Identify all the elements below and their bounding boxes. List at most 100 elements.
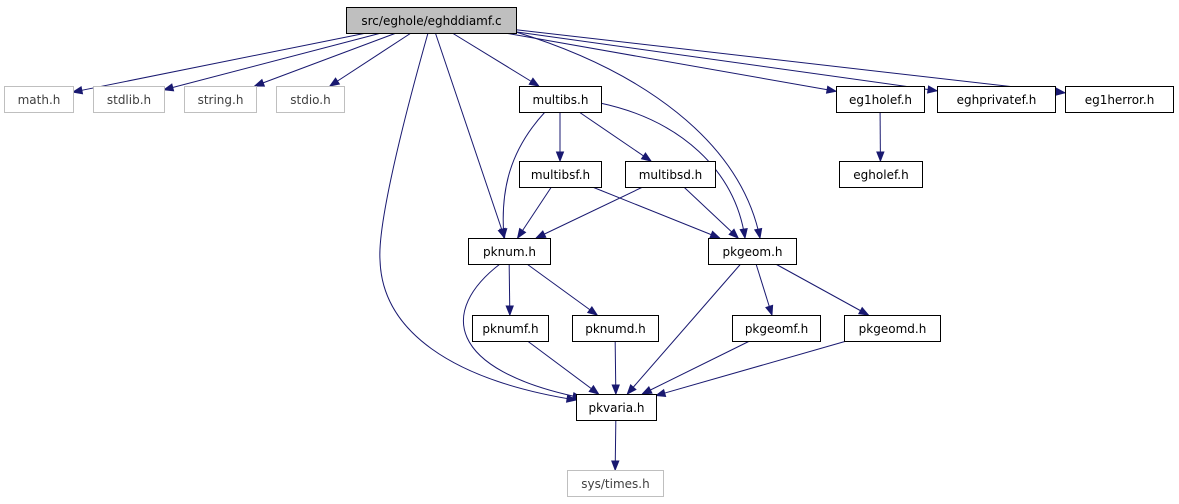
node-label: stdio.h xyxy=(290,93,330,107)
edge-pknumd-to-pkvaria xyxy=(611,340,620,396)
edge-line xyxy=(683,186,739,239)
edge-arrowhead xyxy=(588,384,600,395)
node-box xyxy=(346,7,517,34)
node-label: src/eghole/eghddiamf.c xyxy=(361,14,501,28)
node-label: pknum.h xyxy=(483,245,536,259)
node-box xyxy=(4,86,74,113)
edge-arrowhead xyxy=(516,227,527,240)
node-label: eg1holef.h xyxy=(849,93,912,107)
edge-arrowhead xyxy=(728,228,740,239)
edge-multibsf-to-pkgeom xyxy=(592,186,721,239)
edge-pkvaria-to-systimes xyxy=(611,419,620,472)
node-pkgeomf[interactable]: pkgeomf.h xyxy=(732,315,821,342)
edge-multibs-to-pknum xyxy=(498,111,546,240)
edge-pknum-to-pknumd xyxy=(526,263,599,316)
edge-line xyxy=(163,32,382,91)
edge-line xyxy=(329,32,412,87)
edge-line xyxy=(515,31,938,92)
node-label: eg1herror.h xyxy=(1085,93,1155,107)
edge-pknum-to-pknumf xyxy=(505,263,514,317)
node-label: multibsf.h xyxy=(531,168,590,182)
edge-arrowhead xyxy=(876,151,885,163)
node-pknum[interactable]: pknum.h xyxy=(468,238,551,265)
node-eg1holef[interactable]: eg1holef.h xyxy=(836,86,925,113)
node-box xyxy=(567,470,664,497)
edge-root-to-multibs xyxy=(451,32,540,87)
edge-arrowhead xyxy=(611,384,620,396)
edge-arrowhead xyxy=(654,388,667,398)
edge-arrowhead xyxy=(739,227,748,240)
node-multibsd[interactable]: multibsd.h xyxy=(625,161,716,188)
node-label: pknumd.h xyxy=(585,322,646,336)
node-stdio[interactable]: stdio.h xyxy=(276,86,345,113)
edge-arrowhead xyxy=(640,152,653,162)
node-box xyxy=(625,161,716,188)
node-label: math.h xyxy=(18,93,61,107)
edge-arrowhead xyxy=(555,151,565,163)
node-label: string.h xyxy=(198,93,244,107)
node-root[interactable]: src/eghole/eghddiamf.c xyxy=(346,7,517,34)
edge-line xyxy=(379,32,577,401)
nodes-layer: src/eghole/eghddiamf.c math.h stdlib.h stri… xyxy=(4,7,1174,497)
node-label: pkvaria.h xyxy=(588,401,644,415)
edge-line xyxy=(515,31,761,239)
edge-arrowhead xyxy=(498,228,508,240)
node-math[interactable]: math.h xyxy=(4,86,74,113)
node-pkvaria[interactable]: pkvaria.h xyxy=(576,394,657,421)
edge-root-to-pkvaria xyxy=(379,32,578,403)
edge-arrowhead xyxy=(825,85,838,94)
node-pkgeomd[interactable]: pkgeomd.h xyxy=(844,315,941,342)
node-label: stdlib.h xyxy=(107,93,151,107)
node-box xyxy=(1065,86,1174,113)
node-pknumd[interactable]: pknumd.h xyxy=(572,315,659,342)
node-egholef[interactable]: egholef.h xyxy=(839,161,923,188)
edge-arrowhead xyxy=(162,83,175,92)
edge-root-to-eg1holef xyxy=(504,32,838,94)
node-multibs[interactable]: multibs.h xyxy=(519,86,602,113)
edge-line xyxy=(527,340,599,395)
edge-arrowhead xyxy=(71,86,84,95)
edge-line xyxy=(451,32,540,87)
node-label: pkgeom.h xyxy=(722,245,782,259)
edge-arrowhead xyxy=(534,230,547,239)
node-multibsf[interactable]: multibsf.h xyxy=(519,161,602,188)
node-label: pknumf.h xyxy=(482,322,538,336)
edge-line xyxy=(434,32,506,239)
edge-line xyxy=(254,32,397,87)
node-pkgeom[interactable]: pkgeom.h xyxy=(708,238,797,265)
edge-root-to-string xyxy=(253,32,397,87)
edge-arrowhead xyxy=(565,394,578,403)
node-box xyxy=(844,315,941,342)
node-stdlib[interactable]: stdlib.h xyxy=(93,86,165,113)
node-pknumf[interactable]: pknumf.h xyxy=(472,315,549,342)
node-box xyxy=(836,86,925,113)
node-eghprivatef[interactable]: eghprivatef.h xyxy=(937,86,1056,113)
edge-pknumf-to-pkvaria xyxy=(527,340,600,395)
edges-layer xyxy=(71,29,1067,472)
edge-line xyxy=(463,263,583,399)
edge-multibsd-to-pknum xyxy=(534,186,644,239)
node-label: multibs.h xyxy=(533,93,589,107)
edge-arrowhead xyxy=(641,386,653,395)
edge-multibsf-to-pknum xyxy=(516,186,552,240)
node-systimes[interactable]: sys/times.h xyxy=(567,470,664,497)
node-box xyxy=(732,315,821,342)
node-box xyxy=(184,86,257,113)
node-box xyxy=(937,86,1056,113)
node-eg1herror[interactable]: eg1herror.h xyxy=(1065,86,1174,113)
node-label: egholef.h xyxy=(853,168,908,182)
node-label: sys/times.h xyxy=(581,477,649,491)
edge-line xyxy=(775,263,869,316)
edge-arrowhead xyxy=(858,306,870,316)
edge-arrowhead xyxy=(586,305,599,316)
edge-line xyxy=(504,32,837,92)
node-string[interactable]: string.h xyxy=(184,86,257,113)
edge-root-to-pknum xyxy=(434,32,506,240)
edge-multibs-to-multibsf xyxy=(555,112,565,163)
edge-line xyxy=(515,29,1066,94)
edge-arrowhead xyxy=(253,78,266,87)
node-box xyxy=(519,86,602,113)
edge-line xyxy=(517,186,552,239)
edge-line xyxy=(592,186,720,239)
